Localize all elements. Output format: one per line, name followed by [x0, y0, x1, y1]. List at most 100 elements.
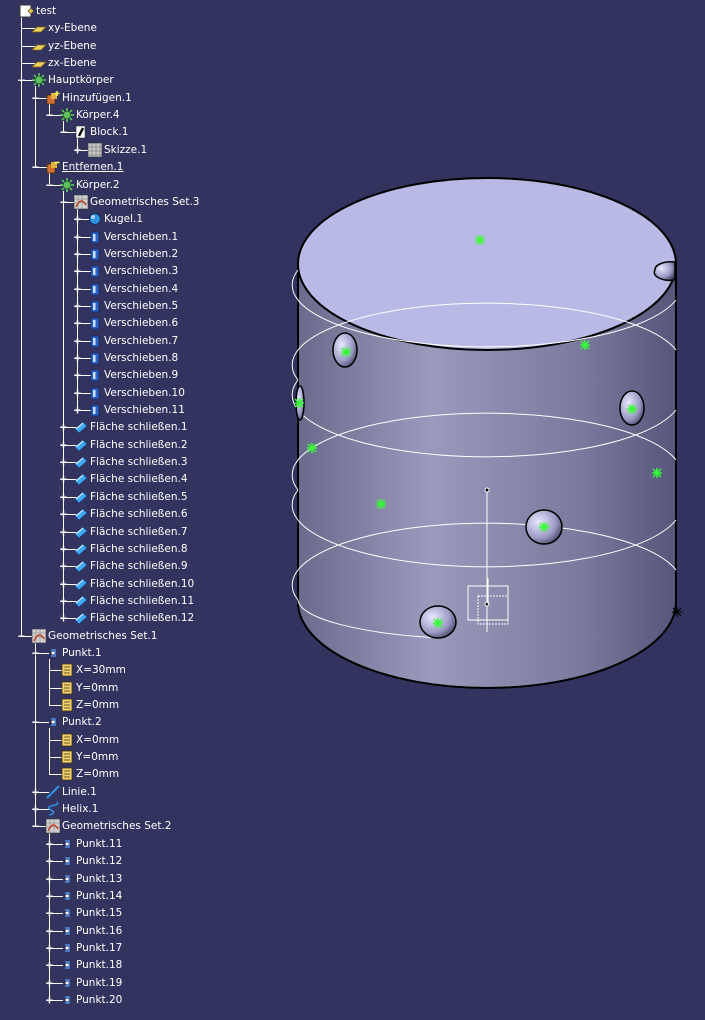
collapse-toggle[interactable]: − [31, 715, 40, 730]
tree-node[interactable]: Verschieben.6 [87, 315, 178, 331]
tree-node[interactable]: Fläche schließen.2 [73, 437, 188, 453]
tree-node[interactable]: Fläche schließen.10 [73, 576, 194, 592]
tree-node[interactable]: Fläche schließen.3 [73, 454, 188, 470]
tree-node[interactable]: Fläche schließen.12 [73, 610, 194, 626]
collapse-toggle[interactable]: − [59, 194, 68, 209]
tree-node[interactable]: Z=0mm [59, 697, 119, 713]
tree-node[interactable]: Hinzufügen.1 [45, 90, 132, 106]
tree-node[interactable]: Verschieben.4 [87, 281, 178, 297]
tree-node[interactable]: Punkt.20 [59, 992, 122, 1008]
expand-toggle[interactable]: + [45, 906, 54, 921]
expand-toggle[interactable]: + [59, 593, 68, 608]
tree-node[interactable]: Fläche schließen.5 [73, 489, 188, 505]
collapse-toggle[interactable]: − [31, 645, 40, 660]
expand-toggle[interactable]: + [59, 611, 68, 626]
tree-node[interactable]: zx-Ebene [31, 55, 96, 71]
compass-axis-icon[interactable] [467, 578, 509, 625]
tree-node[interactable]: Punkt.17 [59, 940, 122, 956]
tree-node[interactable]: Punkt.11 [59, 836, 122, 852]
tree-node[interactable]: Punkt.16 [59, 923, 122, 939]
collapse-toggle[interactable]: − [31, 819, 40, 834]
expand-toggle[interactable]: + [59, 541, 68, 556]
expand-toggle[interactable]: + [59, 524, 68, 539]
tree-node[interactable]: Geometrisches Set.1 [31, 628, 158, 644]
tree-node[interactable]: Kugel.1 [87, 211, 143, 227]
expand-toggle[interactable]: + [45, 871, 54, 886]
helix-points[interactable] [294, 235, 662, 628]
expand-toggle[interactable]: + [73, 212, 82, 227]
expand-toggle[interactable]: + [59, 437, 68, 452]
tree-node[interactable]: Geometrisches Set.2 [45, 818, 172, 834]
expand-toggle[interactable]: + [73, 351, 82, 365]
tree-node[interactable]: Punkt.13 [59, 871, 122, 887]
expand-toggle[interactable]: + [59, 489, 68, 504]
expand-toggle[interactable]: + [59, 455, 68, 470]
tree-node[interactable]: Geometrisches Set.3 [73, 194, 200, 210]
model-view[interactable] [290, 0, 705, 1016]
expand-toggle[interactable]: + [73, 281, 82, 296]
expand-toggle[interactable]: + [45, 958, 54, 973]
expand-toggle[interactable]: + [73, 368, 82, 383]
tree-node[interactable]: Körper.2 [59, 177, 120, 193]
tree-node[interactable]: Verschieben.11 [87, 402, 185, 418]
tree-node[interactable]: Fläche schließen.4 [73, 471, 188, 487]
collapse-toggle[interactable]: − [31, 160, 40, 175]
tree-node[interactable]: Z=0mm [59, 766, 119, 782]
3d-viewport[interactable] [290, 0, 705, 1016]
tree-node[interactable]: Verschieben.1 [87, 229, 178, 245]
collapse-toggle[interactable]: − [45, 177, 54, 192]
expand-toggle[interactable]: + [59, 420, 68, 435]
tree-node[interactable]: Punkt.2 [45, 714, 102, 730]
tree-node[interactable]: yz-Ebene [31, 38, 96, 54]
tree-node[interactable]: Punkt.18 [59, 957, 122, 973]
tree-node[interactable]: Y=0mm [59, 680, 118, 696]
expand-toggle[interactable]: + [31, 784, 40, 799]
collapse-toggle[interactable]: − [59, 125, 68, 140]
expand-toggle[interactable]: + [73, 229, 82, 244]
expand-toggle[interactable]: + [59, 472, 68, 487]
collapse-toggle[interactable]: − [17, 628, 26, 643]
expand-toggle[interactable]: + [73, 316, 82, 331]
tree-node[interactable]: Punkt.14 [59, 888, 122, 904]
tree-node[interactable]: Fläche schließen.6 [73, 506, 188, 522]
tree-node[interactable]: xy-Ebene [31, 20, 97, 36]
tree-node[interactable]: Skizze.1 [87, 142, 147, 158]
expand-toggle[interactable]: + [45, 836, 54, 851]
expand-toggle[interactable]: + [73, 333, 82, 348]
tree-node[interactable]: Körper.4 [59, 107, 120, 123]
expand-toggle[interactable]: + [73, 403, 82, 418]
collapse-toggle[interactable]: − [17, 73, 26, 88]
tree-node[interactable]: Verschieben.7 [87, 333, 178, 349]
tree-node[interactable]: Verschieben.3 [87, 263, 178, 279]
point-marker-endpoint[interactable] [672, 607, 682, 617]
tree-node[interactable]: Punkt.12 [59, 853, 122, 869]
expand-toggle[interactable]: + [59, 507, 68, 522]
tree-node[interactable]: Fläche schließen.8 [73, 541, 188, 557]
expand-toggle[interactable]: + [73, 142, 82, 157]
tree-node[interactable]: Punkt.1 [45, 645, 102, 661]
tree-node[interactable]: Y=0mm [59, 749, 118, 765]
tree-node[interactable]: Punkt.15 [59, 905, 122, 921]
tree-node[interactable]: Verschieben.5 [87, 298, 178, 314]
expand-toggle[interactable]: + [45, 854, 54, 869]
cylinder-body[interactable] [297, 177, 677, 689]
tree-node[interactable]: Verschieben.2 [87, 246, 178, 262]
tree-node[interactable]: X=0mm [59, 732, 119, 748]
expand-toggle[interactable]: + [73, 264, 82, 279]
expand-toggle[interactable]: + [59, 559, 68, 574]
expand-toggle[interactable]: + [45, 888, 54, 903]
tree-node[interactable]: Hauptkörper [31, 72, 114, 88]
expand-toggle[interactable]: + [73, 298, 82, 313]
collapse-toggle[interactable]: − [45, 108, 54, 123]
expand-toggle[interactable]: + [31, 802, 40, 817]
cylinder-top-face[interactable] [297, 177, 677, 351]
expand-toggle[interactable]: + [73, 385, 82, 400]
expand-toggle[interactable]: + [45, 923, 54, 938]
sphere-hole[interactable] [653, 261, 676, 282]
tree-node[interactable]: Helix.1 [45, 801, 98, 817]
tree-node[interactable]: Fläche schließen.11 [73, 593, 194, 609]
tree-node[interactable]: Fläche schließen.9 [73, 558, 188, 574]
tree-node[interactable]: X=30mm [59, 662, 126, 678]
expand-toggle[interactable]: + [45, 992, 54, 1007]
tree-node[interactable]: Entfernen.1 [45, 159, 123, 175]
